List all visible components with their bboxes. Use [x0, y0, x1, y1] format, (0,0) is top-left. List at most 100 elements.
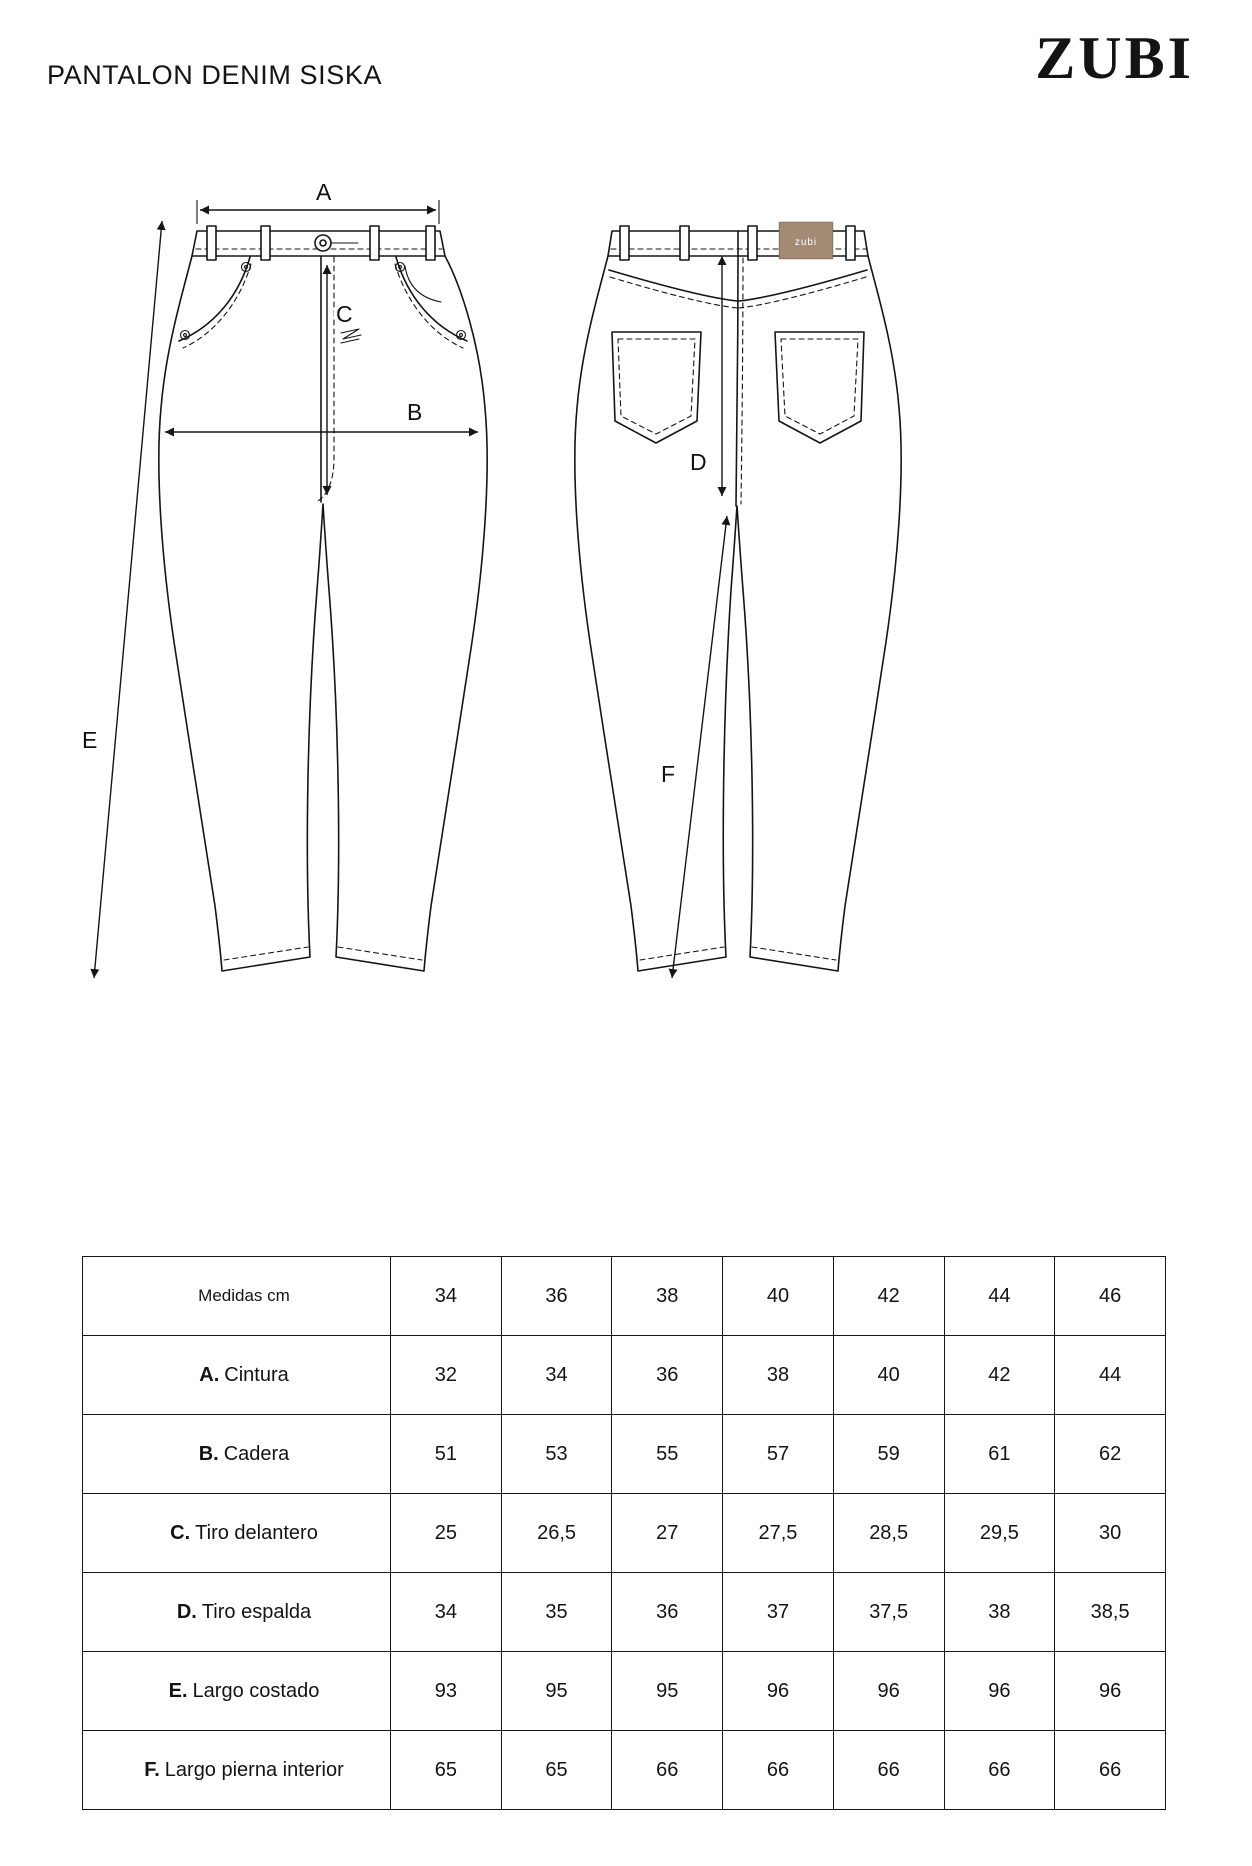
value-cell: 42: [943, 1335, 1056, 1415]
value-cell: 27: [611, 1493, 724, 1573]
back-pocket-left: [611, 331, 702, 444]
row-label-cell: C.Tiro delantero: [82, 1493, 391, 1573]
row-label-cell: F.Largo pierna interior: [82, 1730, 391, 1810]
value-cell: 65: [390, 1730, 502, 1810]
table-row-cadera: B.Cadera 51 53 55 57 59 61 62: [82, 1414, 1166, 1494]
value-cell: 95: [500, 1651, 613, 1731]
size-col-header: 34: [390, 1256, 502, 1336]
value-cell: 27,5: [722, 1493, 834, 1573]
size-col-header: 42: [832, 1256, 945, 1336]
value-cell: 38: [943, 1572, 1056, 1652]
measure-label-D: D: [690, 449, 707, 475]
table-row-largo-pierna-interior: F.Largo pierna interior 65 65 66 66 66 6…: [82, 1730, 1166, 1810]
row-key: F.: [144, 1758, 160, 1781]
value-cell: 59: [832, 1414, 945, 1494]
product-title: PANTALON DENIM SISKA: [47, 60, 383, 90]
measure-label-A: A: [316, 179, 332, 205]
bartack-zigzag: [340, 328, 362, 340]
value-cell: 28,5: [832, 1493, 945, 1573]
value-cell: 34: [500, 1335, 613, 1415]
size-col-header: 46: [1054, 1256, 1166, 1336]
back-view: zubi: [574, 221, 902, 972]
value-cell: 96: [1054, 1651, 1166, 1731]
row-label: Cadera: [223, 1442, 290, 1465]
value-cell: 66: [611, 1730, 724, 1810]
table-row-tiro-delantero: C.Tiro delantero 25 26,5 27 27,5 28,5 29…: [82, 1493, 1166, 1573]
table-row-cintura: A.Cintura 32 34 36 38 40 42 44: [82, 1335, 1166, 1415]
value-cell: 95: [611, 1651, 724, 1731]
brand-patch-text: zubi: [795, 237, 817, 248]
back-silhouette: [574, 255, 902, 972]
value-cell: 29,5: [943, 1493, 1056, 1573]
size-col-header: 44: [943, 1256, 1056, 1336]
value-cell: 37,5: [832, 1572, 945, 1652]
row-label: Tiro espalda: [201, 1600, 312, 1623]
size-col-header: 38: [611, 1256, 724, 1336]
value-cell: 66: [943, 1730, 1056, 1810]
table-header-row: Medidas cm 34 36 38 40 42 44 46: [82, 1256, 1166, 1336]
front-pocket-left: [178, 256, 251, 342]
row-label-cell: E.Largo costado: [82, 1651, 391, 1731]
value-cell: 40: [832, 1335, 945, 1415]
table-row-largo-costado: E.Largo costado 93 95 95 96 96 96 96: [82, 1651, 1166, 1731]
back-pocket-right: [774, 331, 865, 444]
front-silhouette: [158, 255, 488, 972]
row-label-cell: B.Cadera: [82, 1414, 391, 1494]
value-cell: 66: [722, 1730, 834, 1810]
value-cell: 96: [832, 1651, 945, 1731]
value-cell: 36: [611, 1335, 724, 1415]
value-cell: 53: [500, 1414, 613, 1494]
measure-labels: A B C D E F: [79, 176, 711, 791]
row-label-cell: A.Cintura: [82, 1335, 391, 1415]
value-cell: 38: [722, 1335, 834, 1415]
front-belt-loops: [206, 225, 436, 261]
value-cell: 93: [390, 1651, 502, 1731]
value-cell: 66: [1054, 1730, 1166, 1810]
coin-pocket: [404, 265, 442, 303]
value-cell: 62: [1054, 1414, 1166, 1494]
table-row-tiro-espalda: D.Tiro espalda 34 35 36 37 37,5 38 38,5: [82, 1572, 1166, 1652]
measure-label-F: F: [661, 761, 675, 787]
value-cell: 36: [611, 1572, 724, 1652]
size-col-header: 36: [500, 1256, 613, 1336]
row-key: C.: [170, 1521, 191, 1544]
row-label: Tiro delantero: [195, 1521, 318, 1544]
row-key: E.: [168, 1679, 188, 1702]
value-cell: 61: [943, 1414, 1056, 1494]
value-cell: 26,5: [500, 1493, 613, 1573]
row-key: D.: [176, 1600, 197, 1623]
front-view: [158, 225, 488, 972]
value-cell: 65: [500, 1730, 613, 1810]
row-key: A.: [199, 1363, 220, 1386]
row-label: Cintura: [224, 1363, 289, 1386]
value-cell: 32: [390, 1335, 502, 1415]
value-cell: 66: [832, 1730, 945, 1810]
measure-label-E: E: [82, 727, 97, 753]
row-label-cell: D.Tiro espalda: [82, 1572, 391, 1652]
size-col-header: 40: [722, 1256, 834, 1336]
value-cell: 55: [611, 1414, 724, 1494]
row-label: Largo costado: [192, 1679, 320, 1702]
value-cell: 51: [390, 1414, 502, 1494]
measure-arrows: [90, 200, 731, 979]
brand-patch: [778, 221, 834, 260]
value-cell: 30: [1054, 1493, 1166, 1573]
back-yoke: [608, 269, 738, 302]
value-cell: 35: [500, 1572, 613, 1652]
value-cell: 96: [943, 1651, 1056, 1731]
row-key: B.: [198, 1442, 219, 1465]
measure-arrow-F: [668, 515, 731, 979]
value-cell: 96: [722, 1651, 834, 1731]
back-belt-loops: [619, 225, 856, 261]
measure-arrow-E: [90, 220, 166, 979]
value-cell: 25: [390, 1493, 502, 1573]
brand-logo: ZUBI: [1035, 25, 1194, 91]
value-cell: 44: [1054, 1335, 1166, 1415]
waist-button: [314, 234, 332, 252]
row-label: Largo pierna interior: [164, 1758, 344, 1781]
value-cell: 38,5: [1054, 1572, 1166, 1652]
measure-label-B: B: [407, 399, 422, 425]
table-header-label: Medidas cm: [82, 1256, 391, 1336]
